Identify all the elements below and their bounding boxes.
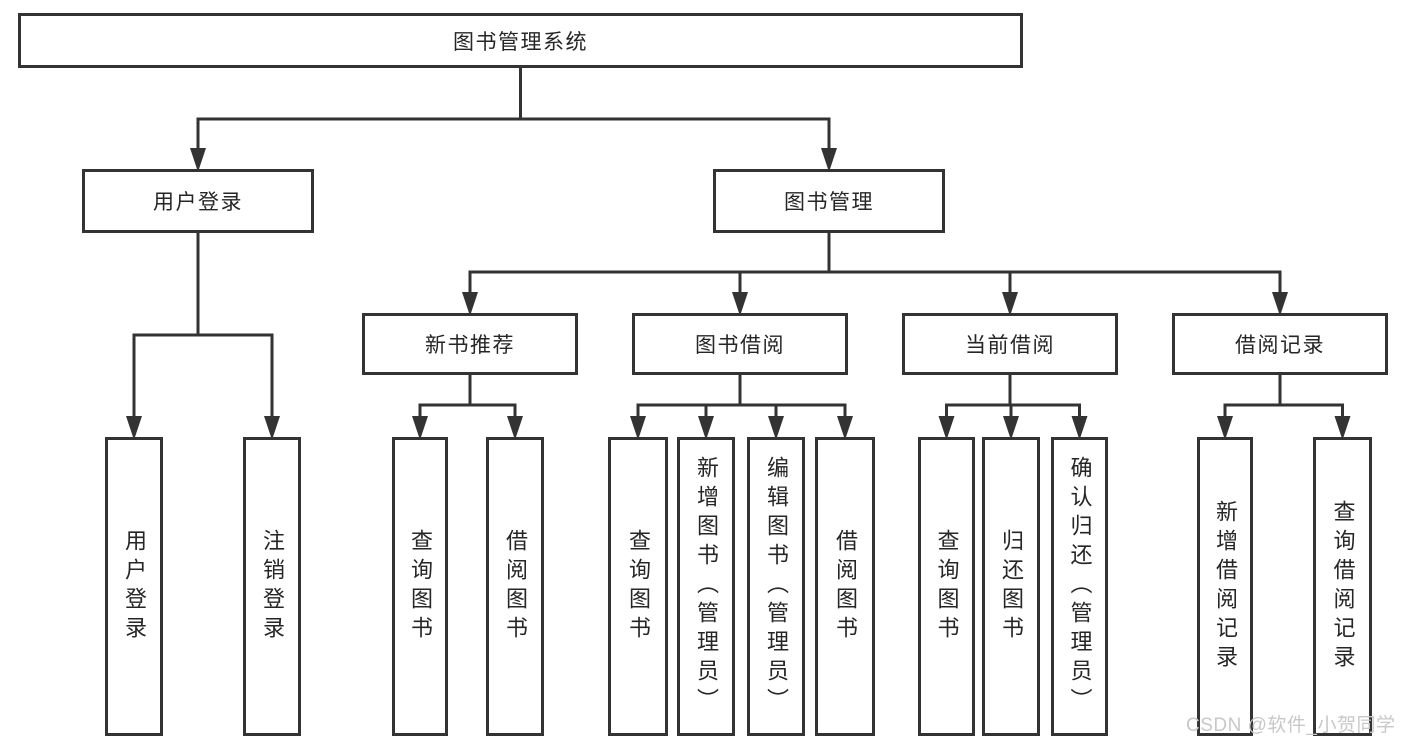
node-label-leaf-add-books: 新增图书（管理员）: [694, 456, 719, 717]
arrowhead-icon: [630, 416, 646, 440]
arrowhead-icon: [264, 416, 280, 440]
arrowhead-icon: [732, 292, 748, 316]
arrowhead-icon: [1217, 416, 1233, 440]
arrowhead-icon: [938, 416, 955, 440]
node-label-leaf-query-record: 查询借阅记录: [1330, 499, 1356, 674]
arrowhead-icon: [1272, 292, 1288, 316]
node-leaf-add-books: 新增图书（管理员）: [677, 437, 735, 736]
node-label-leaf-edit-books: 编辑图书（管理员）: [764, 456, 789, 717]
node-leaf-query-record: 查询借阅记录: [1313, 437, 1372, 736]
node-user-login: 用户登录: [82, 169, 314, 233]
node-leaf-query-books-1: 查询图书: [392, 437, 448, 736]
node-leaf-return-books: 归还图书: [982, 437, 1040, 736]
arrowhead-icon: [768, 416, 784, 440]
node-current-borrow: 当前借阅: [902, 313, 1118, 375]
node-book-borrow: 图书借阅: [632, 313, 848, 375]
arrowhead-icon: [507, 416, 523, 440]
node-leaf-logout: 注销登录: [243, 437, 301, 736]
node-label-new-book-rec: 新书推荐: [425, 334, 515, 357]
node-leaf-confirm-return: 确认归还（管理员）: [1051, 437, 1108, 736]
node-label-leaf-logout: 注销登录: [260, 528, 285, 645]
node-label-current-borrow: 当前借阅: [965, 334, 1055, 357]
node-label-leaf-add-record: 新增借阅记录: [1213, 499, 1238, 674]
node-label-leaf-borrow-books-2: 借阅图书: [833, 528, 858, 645]
node-label-leaf-query-books-2: 查询图书: [626, 528, 651, 645]
node-label-leaf-return-books: 归还图书: [999, 528, 1024, 645]
node-leaf-borrow-books-2: 借阅图书: [815, 437, 875, 736]
arrowhead-icon: [412, 416, 428, 440]
node-new-book-rec: 新书推荐: [362, 313, 578, 375]
node-leaf-user-login: 用户登录: [105, 437, 163, 736]
arrowhead-icon: [462, 292, 478, 316]
node-book-mgmt: 图书管理: [713, 169, 945, 233]
node-label-book-mgmt: 图书管理: [784, 191, 874, 214]
arrowhead-icon: [837, 416, 853, 440]
arrowhead-icon: [1003, 416, 1019, 440]
arrowhead-icon: [1071, 416, 1088, 440]
arrowhead-icon: [1002, 292, 1018, 316]
watermark: CSDN @软件_小贺同学: [1186, 715, 1396, 736]
node-leaf-query-books-3: 查询图书: [918, 437, 975, 736]
node-label-leaf-user-login: 用户登录: [122, 528, 147, 645]
node-label-user-login: 用户登录: [153, 191, 243, 214]
node-leaf-borrow-books-1: 借阅图书: [486, 437, 544, 736]
node-label-leaf-borrow-books-1: 借阅图书: [503, 528, 528, 645]
node-label-leaf-query-books-1: 查询图书: [408, 528, 433, 645]
node-leaf-edit-books: 编辑图书（管理员）: [747, 437, 805, 736]
arrowhead-icon: [126, 416, 142, 440]
arrowhead-icon: [698, 416, 714, 440]
node-borrow-records: 借阅记录: [1172, 313, 1388, 375]
node-label-book-borrow: 图书借阅: [695, 334, 785, 357]
node-leaf-query-books-2: 查询图书: [608, 437, 668, 736]
node-leaf-add-record: 新增借阅记录: [1197, 437, 1253, 736]
node-label-leaf-confirm-return: 确认归还（管理员）: [1067, 456, 1093, 717]
arrowhead-icon: [190, 148, 206, 172]
arrowhead-icon: [821, 148, 837, 172]
arrowhead-icon: [1334, 416, 1351, 440]
node-label-borrow-records: 借阅记录: [1235, 334, 1325, 357]
node-label-root: 图书管理系统: [453, 30, 588, 54]
node-root: 图书管理系统: [18, 13, 1023, 68]
node-label-leaf-query-books-3: 查询图书: [934, 528, 960, 645]
